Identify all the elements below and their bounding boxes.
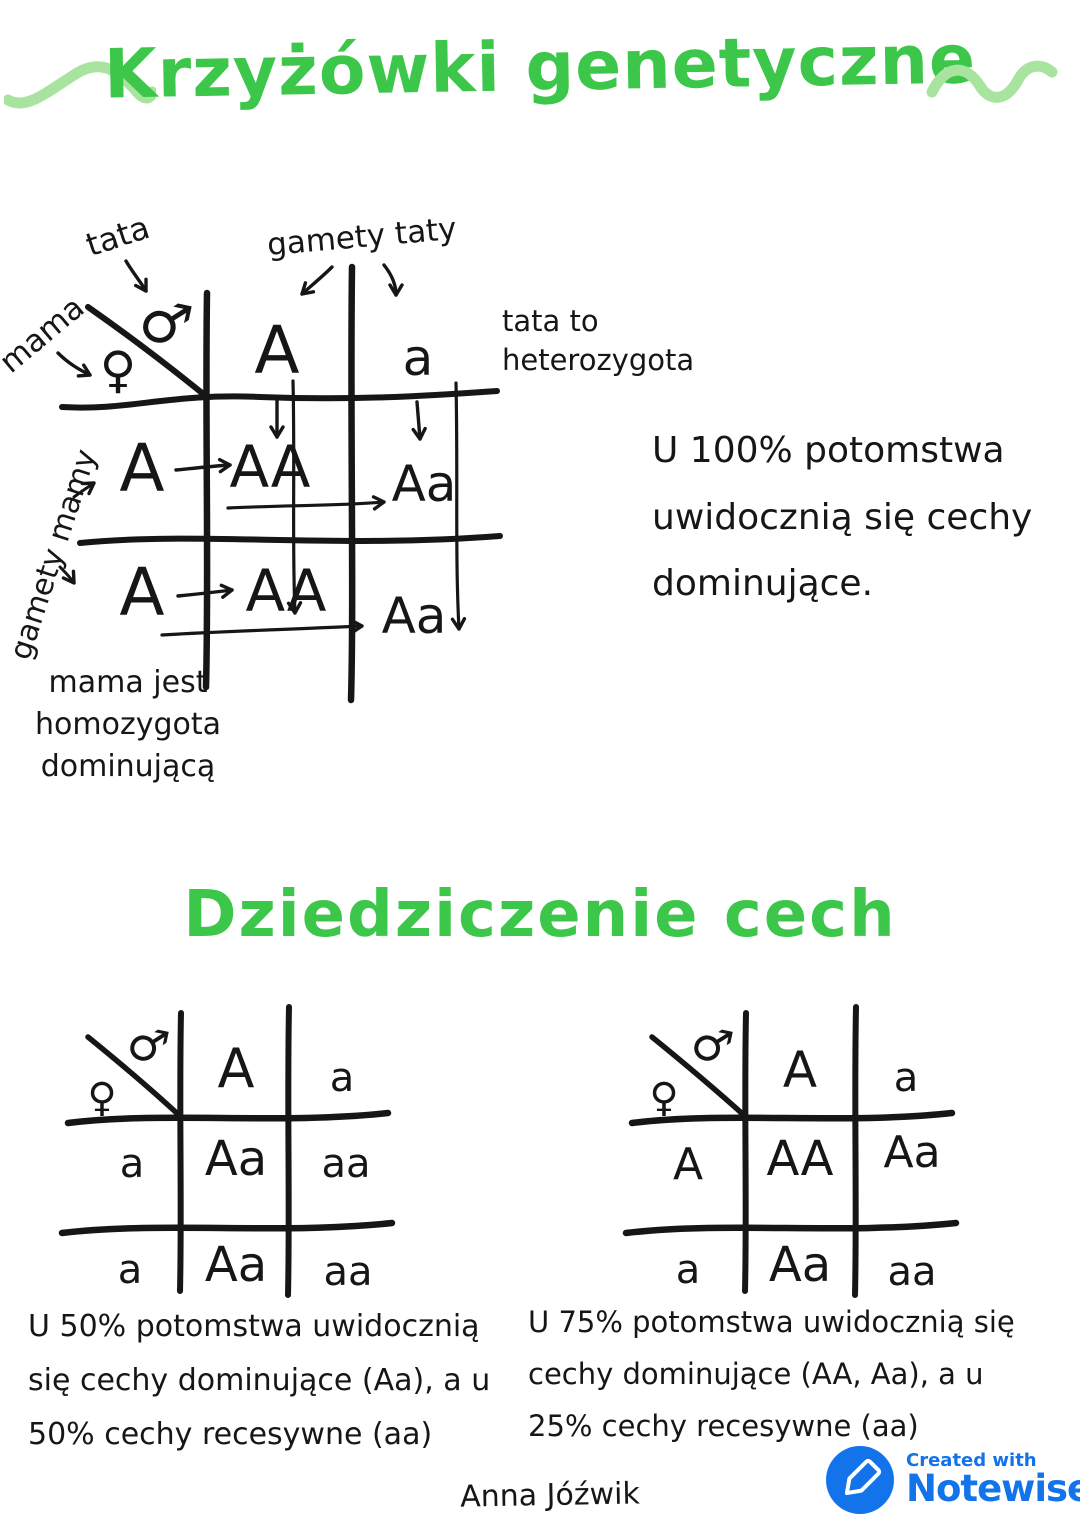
- col-header-a: a: [403, 329, 434, 387]
- cell-2-1: Aa: [205, 1237, 267, 1293]
- punnett-square-left: ♂ ♀ A a a Aa aa a Aa aa: [58, 1004, 396, 1298]
- right-squiggle-decoration: [926, 60, 1058, 103]
- notewise-badge-text: Created with Notewise: [906, 1449, 1080, 1511]
- conclusion-100-percent: U 100% potomstwa uwidocznią się cechy do…: [652, 430, 1033, 605]
- col-header-a: a: [894, 1055, 919, 1101]
- grid-vertical-line-2: [285, 1004, 292, 1298]
- male-symbol: ♂: [686, 1014, 738, 1075]
- cell-2-2: aa: [323, 1249, 372, 1295]
- female-symbol: ♀: [100, 341, 137, 399]
- row-header-1: A: [673, 1139, 703, 1190]
- grid-vertical-line-1: [202, 289, 211, 691]
- author-signature: Anna Jóźwik: [459, 1476, 641, 1515]
- col-header-A: A: [218, 1037, 255, 1100]
- caption-50-percent: U 50% potomstwa uwidocznią się cechy dom…: [28, 1309, 491, 1452]
- grid-horizontal-line-1: [628, 1109, 956, 1127]
- cell-2-2: Aa: [382, 587, 447, 645]
- grid-horizontal-line-1: [59, 388, 500, 411]
- section-title-dziedziczenie: Dziedziczenie cech: [183, 878, 897, 952]
- cell-1-2: Aa: [883, 1127, 940, 1178]
- col-header-A: A: [254, 312, 299, 389]
- grid-vertical-line-1: [177, 1010, 184, 1294]
- arrow-gamety-mamy-2: [58, 565, 76, 585]
- punnett-square-right: ♂ ♀ A a A AA Aa a Aa aa: [622, 1004, 960, 1298]
- label-tata: tata: [81, 208, 154, 264]
- cell-1-2: Aa: [392, 455, 457, 513]
- cell-1-1: AA: [230, 433, 311, 501]
- row-header-2: A: [119, 554, 164, 631]
- female-symbol: ♀: [649, 1075, 678, 1121]
- grid-diagonal-line: [649, 1034, 749, 1120]
- badge-created-with-label: Created with: [906, 1449, 1037, 1471]
- arrow-mama: [56, 351, 92, 378]
- col-header-a: a: [330, 1055, 355, 1101]
- arrow-long-vertical-1: [286, 379, 303, 615]
- page-title: Krzyżówki genetyczne: [103, 20, 977, 115]
- note-mama-homozygota: mama jest homozygota dominującą: [35, 665, 221, 784]
- col-header-A: A: [783, 1041, 817, 1099]
- grid-horizontal-line-1: [64, 1109, 392, 1127]
- grid-vertical-line-2: [852, 1004, 859, 1298]
- male-symbol: ♂: [122, 1014, 174, 1075]
- left-squiggle-decoration: [4, 61, 156, 109]
- arrow-gamety-mamy-1: [72, 481, 96, 499]
- cell-1-1: Aa: [205, 1131, 267, 1187]
- row-header-1: a: [120, 1141, 145, 1187]
- cell-1-2: aa: [321, 1141, 370, 1187]
- arrow-row1-long: [226, 495, 386, 511]
- arrow-row2-long: [160, 618, 364, 637]
- row-header-2: a: [676, 1247, 701, 1293]
- female-symbol: ♀: [87, 1075, 116, 1121]
- grid-diagonal-line: [85, 1034, 184, 1120]
- grid-diagonal-line: [85, 304, 210, 400]
- arrow-tata: [124, 259, 148, 293]
- arrow-row2: [176, 583, 234, 599]
- grid-vertical-line-2: [347, 263, 356, 704]
- caption-75-percent: U 75% potomstwa uwidocznią się cechy dom…: [528, 1305, 1015, 1444]
- notewise-logo-circle: [826, 1446, 894, 1514]
- arrow-down-cola: [411, 400, 427, 441]
- arrow-row1: [174, 457, 232, 474]
- cell-2-1: Aa: [769, 1237, 831, 1293]
- row-header-1: A: [119, 430, 164, 507]
- cell-1-1: AA: [766, 1131, 833, 1187]
- note-tata-heterozygota: tata to heterozygota: [502, 304, 695, 378]
- arrow-gamety-taty-2: [382, 263, 404, 297]
- badge-brand-name: Notewise: [906, 1467, 1080, 1511]
- notewise-badge: Created with Notewise: [826, 1446, 1080, 1514]
- label-gamety-taty: gamety taty: [266, 211, 458, 263]
- row-header-2: a: [118, 1247, 143, 1293]
- punnett-square-main: tata gamety taty mama ♂ ♀ A a A AA Aa A …: [0, 208, 503, 704]
- grid-horizontal-line-2: [58, 1219, 396, 1237]
- label-gamety-mamy: gamety mamy: [3, 445, 104, 664]
- arrow-gamety-taty-1: [300, 265, 334, 296]
- grid-horizontal-line-2: [77, 533, 503, 546]
- grid-vertical-line-1: [742, 1010, 749, 1294]
- arrow-long-vertical-2: [450, 381, 467, 631]
- grid-horizontal-line-2: [622, 1219, 960, 1237]
- cell-2-1: AA: [246, 557, 327, 625]
- pencil-icon: [844, 1458, 882, 1496]
- cell-2-2: aa: [887, 1249, 936, 1295]
- male-symbol: ♂: [133, 284, 198, 361]
